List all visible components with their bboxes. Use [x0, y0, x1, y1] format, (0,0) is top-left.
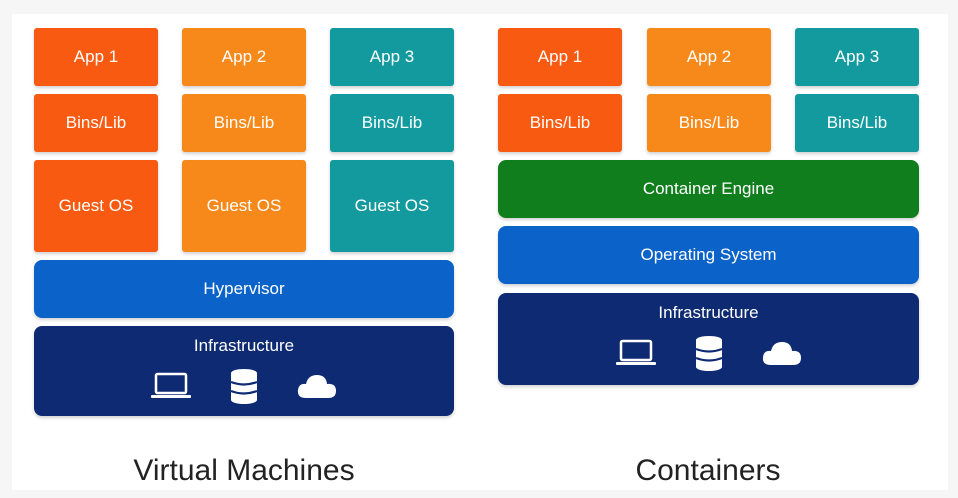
containers-diagram: App 1 App 2 App 3 Bins/Lib Bins/Lib Bins… — [478, 14, 948, 490]
laptop-icon — [615, 339, 657, 367]
vm-guest-os-1: Guest OS — [34, 160, 158, 252]
ct-app-2: App 2 — [647, 28, 771, 86]
cloud-icon — [761, 340, 803, 366]
vm-guest-os-2: Guest OS — [182, 160, 306, 252]
vm-bins-1: Bins/Lib — [34, 94, 158, 152]
vm-infrastructure-layer: Infrastructure — [34, 326, 454, 416]
hypervisor-layer: Hypervisor — [34, 260, 454, 318]
laptop-icon — [150, 372, 192, 400]
ct-bins-3: Bins/Lib — [795, 94, 919, 152]
vm-bins-3: Bins/Lib — [330, 94, 454, 152]
ct-infrastructure-layer: Infrastructure — [498, 293, 919, 385]
vm-app-3: App 3 — [330, 28, 454, 86]
container-engine-layer: Container Engine — [498, 160, 919, 218]
database-icon — [230, 368, 258, 404]
containers-caption: Containers — [635, 454, 781, 487]
vm-bins-2: Bins/Lib — [182, 94, 306, 152]
cloud-icon — [296, 373, 338, 399]
vm-diagram: App 1 App 2 App 3 Bins/Lib Bins/Lib Bins… — [12, 14, 482, 490]
vm-infrastructure-label: Infrastructure — [193, 336, 295, 355]
operating-system-layer: Operating System — [498, 226, 919, 284]
ct-bins-2: Bins/Lib — [647, 94, 771, 152]
ct-app-1: App 1 — [498, 28, 622, 86]
vm-app-1: App 1 — [34, 28, 158, 86]
ct-bins-1: Bins/Lib — [498, 94, 622, 152]
database-icon — [695, 335, 723, 371]
vm-caption: Virtual Machines — [133, 454, 355, 487]
ct-infrastructure-label: Infrastructure — [658, 303, 759, 322]
ct-app-3: App 3 — [795, 28, 919, 86]
vm-app-2: App 2 — [182, 28, 306, 86]
vm-guest-os-3: Guest OS — [330, 160, 454, 252]
